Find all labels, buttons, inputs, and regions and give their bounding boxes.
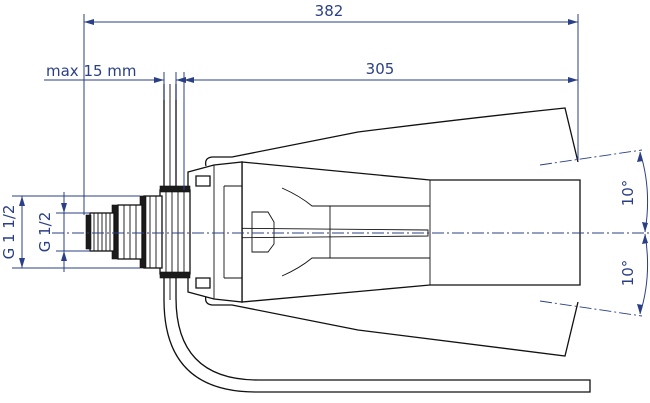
nozzle-body xyxy=(187,161,581,303)
inner-thread-label: G 1/2 xyxy=(36,212,54,253)
dimension-382: 382 xyxy=(83,2,579,215)
dimension-305-label: 305 xyxy=(366,60,395,78)
angle-dimension-upper: 10° xyxy=(619,151,649,233)
lower-spray-axis xyxy=(539,300,643,317)
angle-dimension-lower: 10° xyxy=(619,233,649,315)
upper-spray-axis xyxy=(539,149,643,166)
angle-upper-label: 10° xyxy=(619,180,637,207)
spray-envelope xyxy=(204,107,579,357)
dimension-inner-thread: G 1/2 xyxy=(36,192,90,272)
dimension-305: 305 xyxy=(183,60,578,190)
dimension-wall-thickness: max 15 mm xyxy=(44,62,186,100)
threaded-connector xyxy=(85,185,191,279)
wall-thickness-label: max 15 mm xyxy=(46,62,137,80)
dimension-382-label: 382 xyxy=(315,2,344,20)
angle-lower-label: 10° xyxy=(619,260,637,287)
dimension-outer-thread: G 1 1/2 xyxy=(0,195,140,269)
outer-thread-label: G 1 1/2 xyxy=(0,205,18,260)
